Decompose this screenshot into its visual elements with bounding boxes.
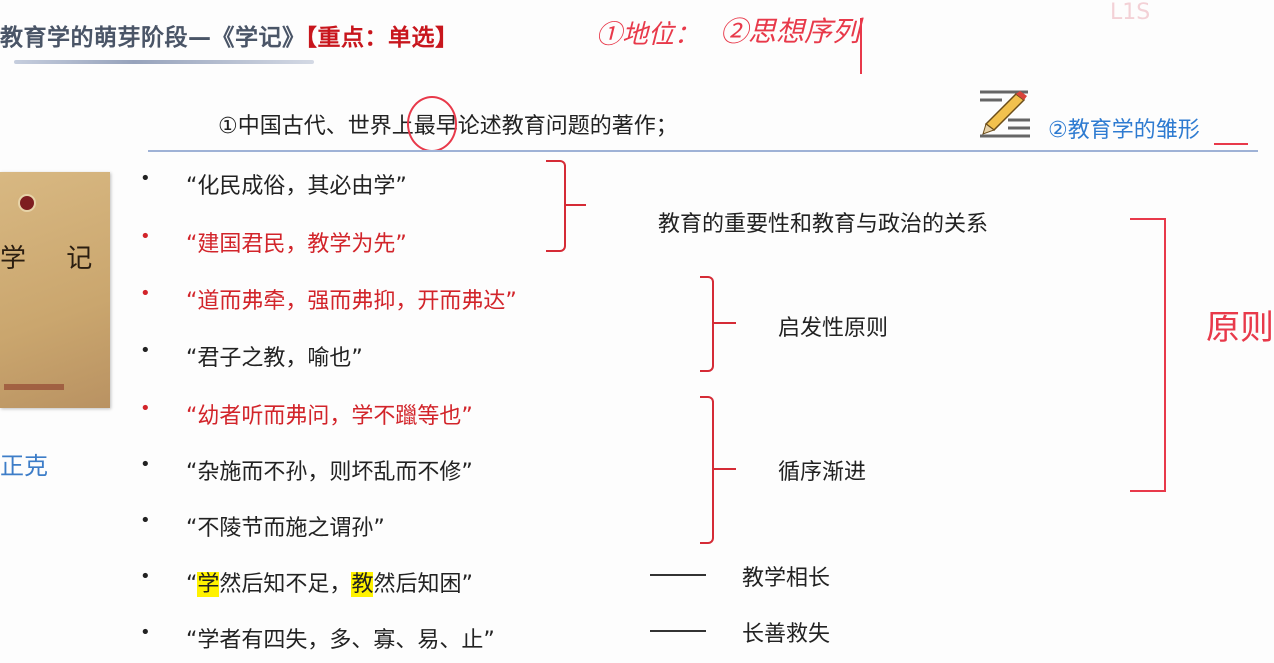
handwritten-circle [407, 96, 457, 152]
book-title: 学 记 [0, 244, 109, 274]
bracket-group-3 [700, 396, 714, 544]
row-label-8: 教学相长 [742, 566, 831, 591]
handwritten-underline [1214, 143, 1248, 145]
bracket-tick [566, 204, 586, 206]
publisher-mark [4, 384, 64, 390]
handwritten-note-2: ②思想序列 [720, 15, 861, 48]
quote-text: “道而弗牵，强而弗抑，开而弗达” [186, 289, 517, 314]
dash-connector [650, 574, 706, 576]
bracket-tick [714, 322, 736, 324]
bullet: • [140, 566, 151, 587]
divider [148, 150, 1258, 152]
row-label-9: 长善救失 [742, 622, 831, 647]
quote-text: “不陵节而施之谓孙” [186, 516, 385, 541]
handwritten-big-bracket [1130, 218, 1166, 492]
handwritten-stroke [860, 18, 862, 74]
group-label-1: 教育的重要性和教育与政治的关系 [658, 212, 989, 237]
slide-title: 教育学的萌芽阶段—《学记》【重点：单选】 [0, 18, 459, 52]
pencil-note-icon [978, 88, 1034, 140]
bullet: • [140, 283, 151, 304]
quote-text: “杂施而不孙，则坏乱而不修” [186, 460, 473, 485]
book-cover-image: 学 记 [0, 172, 110, 408]
bullet: • [140, 510, 151, 531]
emblem-icon [18, 194, 36, 212]
bracket-group-1 [546, 160, 566, 252]
bracket-tick [714, 468, 736, 470]
title-main: 教育学的萌芽阶段—《学记》 [0, 25, 306, 51]
handwritten-side-note: 原则 [1206, 308, 1274, 348]
quote-text: “幼者听而弗问，学不躐等也” [186, 404, 473, 429]
faint-watermark: L1S [1110, 0, 1151, 25]
group-label-2: 启发性原则 [778, 316, 889, 341]
quote-text: “化民成俗，其必由学” [186, 174, 407, 199]
side-caption: 正克 [0, 452, 48, 480]
quote-text: “建国君民，教学为先” [186, 232, 407, 257]
highlight: 学 [197, 572, 220, 597]
dash-connector [650, 630, 706, 632]
highlight: 教 [351, 572, 374, 597]
handwritten-note-1: ①地位： [596, 20, 701, 50]
quote-text: “学然后知不足，教然后知困” [186, 572, 473, 597]
title-underline [14, 60, 314, 64]
intro-point-2: ②教育学的雏形 [1048, 118, 1200, 143]
bullet: • [140, 340, 151, 361]
bullet: • [140, 398, 151, 419]
group-label-3: 循序渐进 [778, 460, 867, 485]
bullet: • [140, 622, 151, 643]
quote-text: “君子之教，喻也” [186, 346, 363, 371]
bullet: • [140, 168, 151, 189]
bullet: • [140, 454, 151, 475]
bracket-group-2 [700, 276, 714, 372]
quote-text: “学者有四失，多、寡、易、止” [186, 628, 495, 653]
bullet: • [140, 226, 151, 247]
title-tag: 【重点：单选】 [305, 25, 459, 51]
